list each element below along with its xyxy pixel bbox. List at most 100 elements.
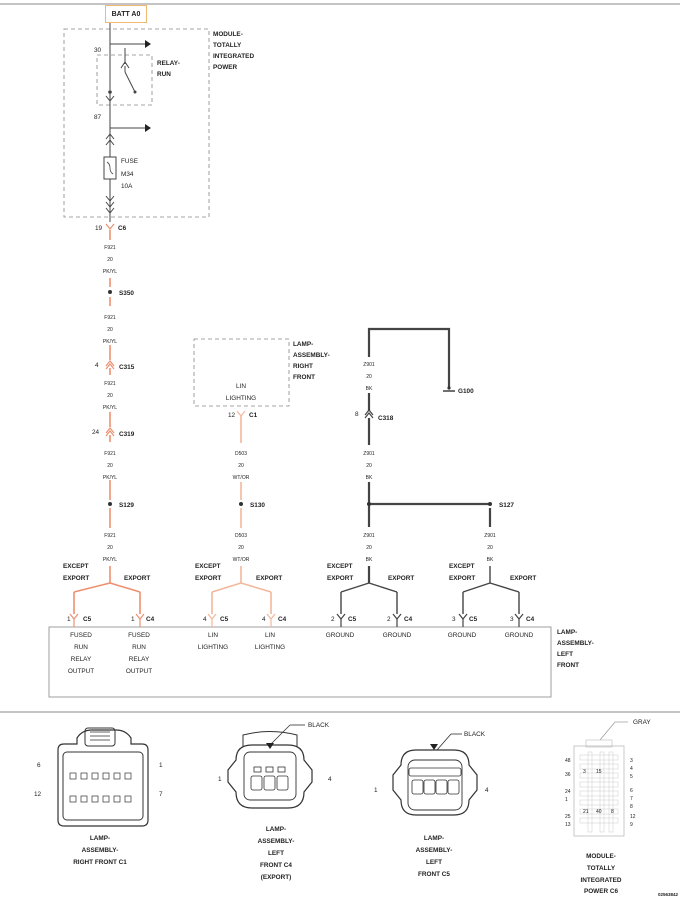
c6-left-pin-5: 13	[565, 822, 571, 828]
module-title-4: POWER	[213, 64, 238, 71]
lf-pin-4-num: 2	[331, 616, 335, 623]
f921-seg1-color: PK/YL	[103, 269, 117, 275]
c6-right-pin-4: 7	[630, 796, 633, 802]
c319-connector: C319	[119, 431, 135, 438]
z901-seg4-code: Z901	[484, 533, 496, 539]
page-frame	[0, 3, 680, 713]
lf-pin-3-conn: C4	[278, 616, 287, 623]
lf-pin-6-conn: C5	[469, 616, 478, 623]
f921-seg3-code: F921	[104, 381, 116, 387]
d503-seg2-code: D503	[235, 533, 247, 539]
lf-pin-4-conn: C5	[348, 616, 357, 623]
c6-right-pin-6: 12	[630, 814, 636, 820]
f921-seg5-code: F921	[104, 533, 116, 539]
branch2-except-2: EXPORT	[195, 575, 221, 582]
drawing-id: 02563842	[658, 892, 679, 897]
svg-text:TOTALLY: TOTALLY	[213, 42, 242, 49]
lf-pin-0-conn: C5	[83, 616, 92, 623]
lf-pin-1: 1 C4 FUSED RUN RELAY OUTPUT	[126, 613, 155, 675]
c5-caption-3: LEFT	[426, 859, 442, 866]
z901-seg2-code: Z901	[363, 451, 375, 457]
f921-seg1-code: F921	[104, 245, 116, 251]
branch4-except-1: EXCEPT	[449, 563, 475, 570]
branch2-export: EXPORT	[256, 575, 282, 582]
lf-lamp-title-3: LEFT	[557, 651, 573, 658]
f921-seg5-color: PK/YL	[103, 557, 117, 563]
c5-color: BLACK	[464, 731, 486, 738]
c6-inner-pin-0: 3	[583, 769, 586, 775]
c4-caption-5: (EXPORT)	[261, 874, 292, 881]
lf-lamp-assembly: LAMP- ASSEMBLY- LEFT FRONT 1 C5 FUSED RU…	[48, 613, 594, 698]
lf-lamp-title-4: FRONT	[557, 662, 579, 669]
c6-left-pin-4: 25	[565, 814, 571, 820]
lf-pin-0-func-3: RELAY	[71, 656, 92, 663]
lf-pin-2-conn: C5	[220, 616, 229, 623]
connector-view-c4: BLACK 1 4 LAMP- ASSEMBLY- LEFT FRONT C4 …	[218, 722, 332, 881]
lf-pin-0-func-4: OUTPUT	[68, 668, 94, 675]
lf-pin-7-func-1: GROUND	[505, 632, 534, 639]
c6-color: GRAY	[633, 719, 651, 726]
f921-seg3-gauge: 20	[107, 393, 113, 399]
branch1-except-2: EXPORT	[63, 575, 89, 582]
lf-pin-0: 1 C5 FUSED RUN RELAY OUTPUT	[67, 613, 94, 675]
c6-right-pin-3: 6	[630, 788, 633, 794]
lf-pin-2-num: 4	[203, 616, 207, 623]
lf-pin-3: 4 C4 LIN LIGHTING	[255, 613, 287, 651]
c6-right-pin-7: 9	[630, 822, 633, 828]
c315-connector: C315	[119, 364, 135, 371]
c6-caption-2: TOTALLY	[587, 865, 616, 872]
lf-pin-3-func-2: LIGHTING	[255, 644, 285, 651]
fuse-id: M34	[121, 171, 134, 178]
lf-lamp-title-2: ASSEMBLY-	[557, 640, 594, 647]
module-title-1: MODULE-	[213, 31, 243, 38]
batt-a0-label: BATT A0	[105, 5, 147, 23]
f921-seg2-gauge: 20	[107, 327, 113, 333]
c6-caption-3: INTEGRATED	[580, 877, 621, 884]
c5-caption-2: ASSEMBLY-	[416, 847, 453, 854]
lf-pin-5-num: 2	[387, 616, 391, 623]
f921-seg2-code: F921	[104, 315, 116, 321]
lf-pin-6-num: 3	[452, 616, 456, 623]
rf-lamp-title-2: ASSEMBLY-	[293, 352, 330, 359]
c6-connector: C6	[118, 225, 127, 232]
svg-text:MODULE-: MODULE-	[213, 31, 243, 38]
d503-seg1-gauge: 20	[238, 463, 244, 469]
lf-pin-7: 3 C4 GROUND	[505, 613, 535, 639]
module-title-2: TOTALLY	[213, 42, 242, 49]
c6-right-pin-1: 4	[630, 766, 633, 772]
lf-lamp-title-1: LAMP-	[557, 629, 577, 636]
rf-c1-connector: C1	[249, 412, 258, 419]
c318-connector: C318	[378, 415, 394, 422]
f921-seg2-color: PK/YL	[103, 339, 117, 345]
c4-color: BLACK	[308, 722, 330, 729]
f921-seg4-gauge: 20	[107, 463, 113, 469]
c5-caption-4: FRONT C5	[418, 871, 450, 878]
branch1-export: EXPORT	[124, 575, 150, 582]
c6-left-pin-1: 36	[565, 772, 571, 778]
c318-pin: 8	[355, 411, 359, 418]
run-wire-f921: F921 20 PK/YL S350 F921 20 PK/YL 4 C315 …	[63, 230, 150, 614]
rf-lamp-title-3: RIGHT	[293, 363, 313, 370]
branch3-export: EXPORT	[388, 575, 414, 582]
f921-seg3-color: PK/YL	[103, 405, 117, 411]
c6-right-pin-5: 8	[630, 804, 633, 810]
c4-caption-2: ASSEMBLY-	[258, 838, 295, 845]
c4-caption-4: FRONT C4	[260, 862, 292, 869]
ground-wire-z901: G100 Z901 20 BK 8 C318 Z901 20 BK S127 Z…	[327, 327, 536, 614]
lf-pin-7-num: 3	[510, 616, 514, 623]
c1-caption-1: LAMP-	[90, 835, 110, 842]
lf-pin-4-func-1: GROUND	[326, 632, 355, 639]
c1-pin-6: 6	[37, 762, 41, 769]
c4-caption-1: LAMP-	[266, 826, 286, 833]
splice-s127: S127	[499, 502, 514, 509]
rf-lamp-func-2: LIGHTING	[226, 395, 256, 402]
c6-inner-pin-1: 15	[596, 769, 602, 775]
rf-lamp-title-1: LAMP-	[293, 341, 313, 348]
splice-s129: S129	[119, 502, 134, 509]
c6-caption-1: MODULE-	[586, 853, 616, 860]
branch1-except-1: EXCEPT	[63, 563, 89, 570]
lf-pin-5-func-1: GROUND	[383, 632, 412, 639]
splice-s350: S350	[119, 290, 134, 297]
c6-right-pin-0: 3	[630, 758, 633, 764]
